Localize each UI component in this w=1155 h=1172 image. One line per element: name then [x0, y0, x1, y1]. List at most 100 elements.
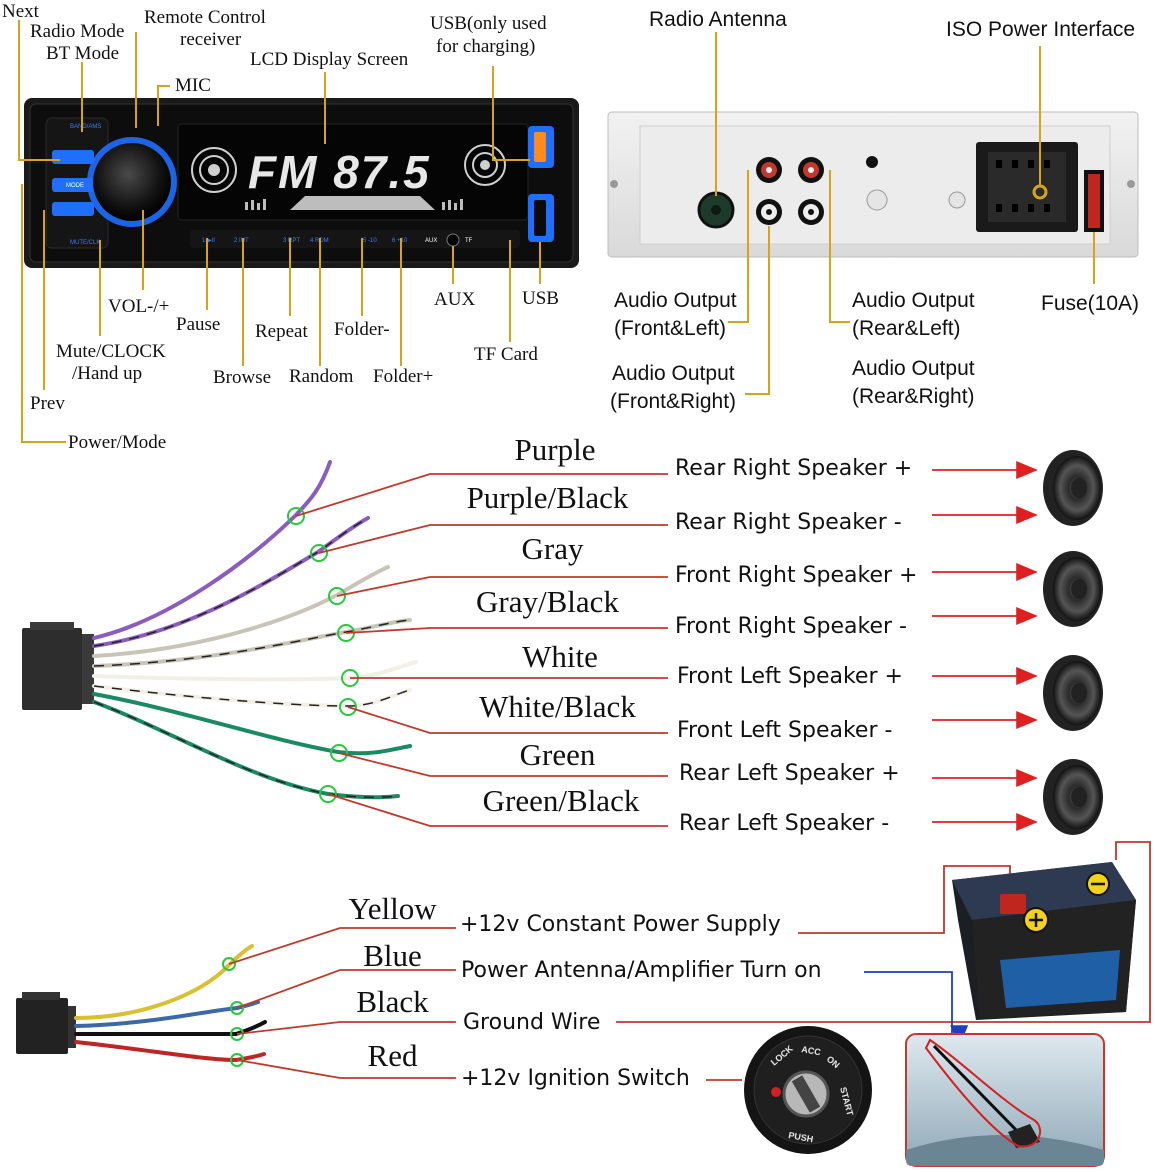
speaker-connector: [22, 628, 82, 710]
svg-text:AUX: AUX: [425, 238, 437, 244]
rear-leader-lines: [715, 32, 1095, 395]
speaker-arrows: [932, 461, 1038, 831]
power-function-constant: +12v Constant Power Supply: [460, 912, 781, 937]
callout-fuse: Fuse(10A): [1041, 292, 1140, 315]
power-connector: [16, 998, 68, 1054]
callout-receiver: receiver: [180, 29, 242, 50]
svg-text:2 INT: 2 INT: [234, 238, 249, 244]
wire-color-gray-black: Gray/Black: [476, 584, 619, 619]
callout-audio-front-left-2: (Front&Left): [614, 317, 727, 340]
battery-icon: [952, 862, 1136, 1020]
callout-iso-power: ISO Power Interface: [946, 18, 1136, 41]
wire-color-gray: Gray: [521, 531, 584, 566]
svg-text:5 -10: 5 -10: [363, 238, 377, 244]
ignition-switch-icon: LOCK ACC ON START PUSH: [744, 1026, 872, 1154]
svg-text:1 ▶II: 1 ▶II: [202, 238, 215, 244]
callout-audio-rear-left-1: Audio Output: [852, 289, 975, 312]
svg-text:TF: TF: [465, 238, 473, 244]
power-function-antenna: Power Antenna/Amplifier Turn on: [461, 958, 822, 983]
speaker-icon-rear-left: [1043, 759, 1103, 835]
callout-usb: USB: [522, 288, 559, 309]
svg-text:6 +10: 6 +10: [392, 238, 408, 244]
speaker-icon-front-right: [1043, 551, 1103, 627]
callout-audio-rear-right-2: (Rear&Right): [852, 385, 975, 408]
speaker-lead-lines: [295, 473, 668, 827]
callout-folder-minus: Folder-: [334, 319, 390, 340]
speaker-icon-front-left: [1043, 655, 1103, 731]
callout-pause: Pause: [176, 314, 221, 335]
callout-tf-card: TF Card: [474, 344, 538, 365]
speaker-function-rear-right-minus: Rear Right Speaker -: [675, 510, 902, 535]
fuse: [1088, 174, 1100, 228]
callout-lcd-display: LCD Display Screen: [250, 49, 409, 70]
svg-text:MUTE/CLK: MUTE/CLK: [70, 240, 100, 246]
callout-power-mode: Power/Mode: [68, 432, 167, 453]
speaker-function-front-right-plus: Front Right Speaker +: [675, 563, 918, 588]
speaker-icons: [1043, 450, 1103, 835]
callout-folder-plus: Folder+: [373, 366, 434, 387]
callout-bt-mode: BT Mode: [46, 43, 120, 64]
wire-color-white-black: White/Black: [479, 689, 636, 724]
speaker-function-front-right-minus: Front Right Speaker -: [675, 614, 907, 639]
rear-panel: [607, 111, 1139, 258]
aux-jack: [446, 233, 460, 247]
callout-hand-up: /Hand up: [72, 363, 143, 384]
lcd-display-text: FM 87.5: [248, 146, 431, 198]
car-antenna-image: [905, 1033, 1105, 1167]
speaker-function-rear-left-plus: Rear Left Speaker +: [679, 761, 900, 786]
svg-text:PUSH: PUSH: [788, 1130, 814, 1144]
front-leader-lines: [18, 20, 541, 443]
callout-usb-charging-line1: USB(only used: [430, 13, 547, 34]
volume-knob: [93, 143, 171, 221]
power-lead-lines: [228, 841, 1151, 1081]
wire-color-black: Black: [356, 984, 429, 1019]
antenna-turn-on-arrow: [864, 971, 969, 1047]
callout-usb-charging-line2: for charging): [436, 36, 536, 57]
svg-text:MODE: MODE: [66, 183, 84, 189]
speaker-harness: [22, 460, 418, 800]
callout-mute-clock: Mute/CLOCK: [56, 341, 166, 362]
callout-radio-mode: Radio Mode: [30, 21, 125, 42]
wire-color-purple-black: Purple/Black: [466, 480, 629, 515]
front-panel: [24, 98, 579, 268]
callout-vol: VOL-/+: [108, 296, 170, 317]
speaker-function-front-left-plus: Front Left Speaker +: [677, 664, 903, 689]
callout-audio-front-right-1: Audio Output: [612, 362, 735, 385]
callout-repeat: Repeat: [255, 321, 308, 342]
callout-prev: Prev: [30, 393, 65, 414]
callout-next: Next: [2, 1, 39, 22]
mode-button: [52, 178, 94, 192]
svg-text:ACC: ACC: [801, 1044, 822, 1057]
prev-button: [52, 202, 94, 216]
callout-audio-front-right-2: (Front&Right): [610, 390, 737, 413]
power-harness: [16, 944, 267, 1063]
callout-radio-antenna: Radio Antenna: [649, 8, 787, 31]
callout-audio-rear-left-2: (Rear&Left): [852, 317, 961, 340]
callout-aux: AUX: [434, 289, 476, 310]
callout-mic: MIC: [175, 75, 211, 96]
rca-jacks: [756, 157, 824, 225]
speaker-icon-rear-right: [1043, 450, 1103, 526]
callout-remote-control: Remote Control: [144, 7, 266, 28]
wire-color-green-black: Green/Black: [482, 783, 640, 818]
svg-text:BAND/AMS: BAND/AMS: [70, 124, 101, 130]
power-function-ground: Ground Wire: [463, 1010, 601, 1035]
callout-browse: Browse: [213, 367, 272, 388]
callout-random: Random: [289, 366, 354, 387]
wire-color-green: Green: [519, 737, 596, 772]
speaker-function-rear-left-minus: Rear Left Speaker -: [679, 811, 890, 836]
callout-audio-rear-right-1: Audio Output: [852, 357, 975, 380]
wire-color-yellow: Yellow: [348, 891, 437, 926]
power-function-ignition: +12v Ignition Switch: [461, 1066, 690, 1091]
speaker-function-front-left-minus: Front Left Speaker -: [677, 718, 893, 743]
svg-text:3 RPT: 3 RPT: [283, 238, 300, 244]
next-button: [52, 150, 94, 164]
power-wire-markers: [222, 957, 244, 1067]
wire-color-purple: Purple: [514, 432, 596, 467]
lcd-screen: [177, 123, 529, 221]
wire-color-white: White: [522, 639, 598, 674]
speaker-function-rear-right-plus: Rear Right Speaker +: [675, 456, 913, 481]
wire-color-blue: Blue: [363, 938, 422, 973]
callout-audio-front-left-1: Audio Output: [614, 289, 737, 312]
